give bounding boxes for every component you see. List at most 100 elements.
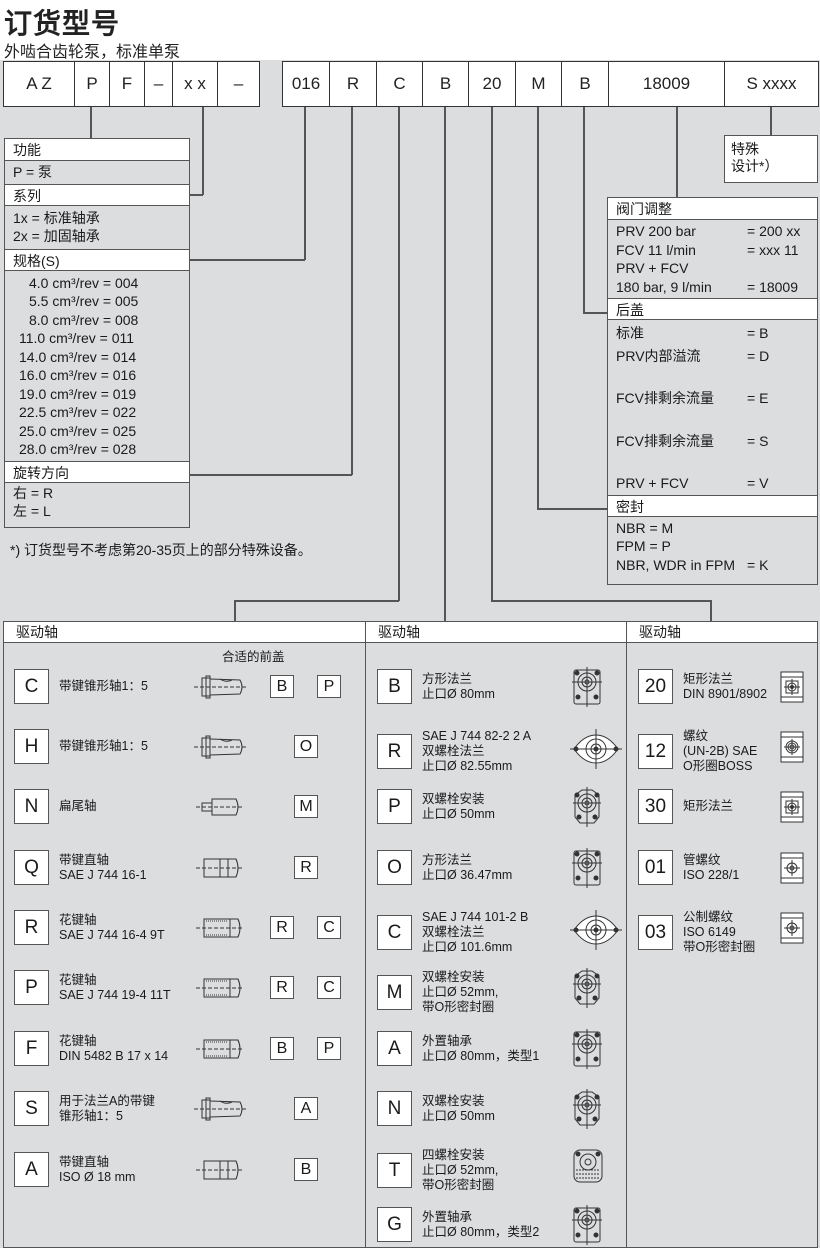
- option-code: N: [14, 789, 49, 824]
- page-title: 订货型号: [4, 8, 121, 39]
- spec-row: NBR = M: [608, 519, 817, 538]
- option-description: 扁尾轴: [59, 799, 97, 814]
- spec-value: = V: [747, 475, 769, 491]
- valve-header: 阀门调整: [608, 198, 817, 220]
- tapered-keyed-shaft-icon: [192, 733, 252, 766]
- option-description: 带键锥形轴1：5: [59, 739, 148, 754]
- spec-row: PRV内部溢流= D: [608, 347, 817, 366]
- rotation-row: 右 = R: [13, 484, 54, 501]
- connector: [583, 107, 585, 313]
- description-line: SAE J 744 101-2 B: [422, 910, 529, 924]
- two-bolt-mount-icon: [570, 1089, 604, 1134]
- connector: [234, 600, 236, 621]
- spec-row: PRV + FCV= V: [608, 474, 817, 493]
- rect-flange-port-icon: [780, 791, 804, 828]
- connector: [676, 107, 678, 198]
- code-segment: 20: [468, 61, 516, 107]
- description-line: SAE J 744 16-4 9T: [59, 927, 165, 942]
- size-header: 规格(S): [5, 248, 189, 271]
- spec-value: = E: [747, 390, 769, 406]
- description-line: 四螺栓安装: [422, 1148, 485, 1162]
- code-segment: M: [515, 61, 562, 107]
- size-row: 16.0 cm³/rev = 016: [19, 367, 137, 383]
- splined-shaft-icon: [192, 1035, 252, 1068]
- seal-header: 密封: [608, 494, 817, 517]
- spec-value: = K: [747, 556, 769, 573]
- code-segment: R: [329, 61, 377, 107]
- shaft-option: N 扁尾轴: [14, 789, 97, 824]
- connector: [189, 474, 352, 476]
- option-code: P: [377, 789, 412, 824]
- option-code: 30: [638, 789, 673, 824]
- option-code: R: [377, 734, 412, 769]
- rotation-header: 旋转方向: [5, 460, 189, 483]
- spec-value: = D: [747, 347, 770, 364]
- option-code: A: [14, 1152, 49, 1187]
- description-line: 花键轴: [59, 912, 97, 927]
- tapered-keyed-shaft-icon: [192, 1095, 252, 1128]
- option-code: T: [377, 1153, 412, 1188]
- tapered-keyed-shaft-icon: [192, 673, 252, 706]
- description-line: 外置轴承: [422, 1209, 473, 1224]
- spec-row: PRV + FCV: [608, 259, 817, 278]
- spec-key: FCV排剩余流量: [616, 390, 714, 406]
- description-line: 螺纹: [683, 729, 709, 743]
- rear-cover-header: 后盖: [608, 298, 817, 320]
- flange-section-header: 驱动轴: [365, 621, 627, 643]
- connector: [304, 107, 306, 260]
- special-design-box: 特殊 设计*）: [724, 135, 818, 183]
- front-cover-badge: O: [294, 735, 318, 758]
- description-line: DIN 8901/8902: [683, 686, 768, 701]
- spec-value: = 18009: [747, 278, 798, 295]
- rotation-list: 右 = R 左 = L: [5, 483, 189, 522]
- left-spec-box: 功能 P = 泵 系列 1x = 标准轴承 2x = 加固轴承 规格(S) 4.…: [4, 138, 190, 528]
- description-line: 止口Ø 80mm，类型1: [422, 1048, 540, 1063]
- two-bolt-flange-icon: [570, 727, 622, 776]
- size-row: 5.5 cm³/rev = 005: [29, 293, 139, 309]
- front-cover-badge: P: [317, 1037, 341, 1060]
- spec-key: NBR, WDR in FPM: [616, 556, 735, 573]
- option-code: S: [14, 1091, 49, 1126]
- code-segment: B: [422, 61, 469, 107]
- description-line: 花键轴: [59, 1033, 97, 1048]
- code-segment: 18009: [608, 61, 725, 107]
- option-description: 方形法兰止口Ø 80mm: [422, 672, 495, 702]
- connector: [710, 600, 712, 621]
- spec-key: PRV 200 bar: [616, 223, 696, 239]
- description-line: 带键锥形轴1：5: [59, 739, 148, 753]
- footnote: *) 订货型号不考虑第20-35页上的部分特殊设备。: [10, 542, 312, 558]
- description-line: 公制螺纹: [683, 910, 734, 924]
- option-code: H: [14, 729, 49, 764]
- description-line: O形圈BOSS: [683, 759, 753, 773]
- option-description: 外置轴承止口Ø 80mm，类型1: [422, 1034, 539, 1064]
- code-segment: S xxxx: [724, 61, 819, 107]
- description-line: SAE J 744 82-2 2 A: [422, 729, 532, 743]
- connector: [444, 107, 446, 621]
- description-line: 止口Ø 36.47mm: [422, 867, 513, 882]
- spec-value: [747, 519, 809, 538]
- spec-key: FCV 11 l/min: [616, 241, 696, 258]
- code-segment: C: [376, 61, 423, 107]
- outboard-bearing-flange-icon: [570, 1205, 604, 1250]
- description-line: 止口Ø 50mm: [422, 1108, 495, 1123]
- front-cover-badge: C: [317, 916, 341, 939]
- connector: [537, 508, 607, 510]
- description-line: 锥形轴1：5: [59, 1108, 123, 1123]
- description-line: 带键直轴: [59, 1154, 110, 1169]
- front-cover-badge: R: [270, 976, 294, 999]
- spec-row: FPM = P: [608, 537, 817, 556]
